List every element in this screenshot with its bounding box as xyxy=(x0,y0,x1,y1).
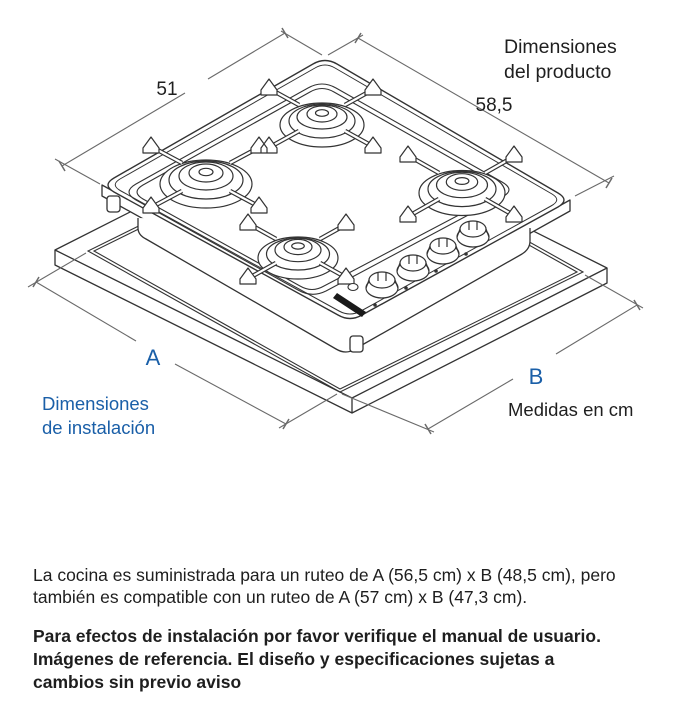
dimension-lines xyxy=(27,27,644,435)
control-panel xyxy=(333,220,490,317)
dim-line-a xyxy=(27,252,338,430)
supply-note: La cocina es suministrada para un ruteo … xyxy=(33,564,663,608)
disclaimer-note-line3: cambios sin previo aviso xyxy=(33,672,242,692)
disclaimer-note-line1: Para efectos de instalación por favor ve… xyxy=(33,626,601,646)
burner-left xyxy=(159,159,253,209)
disclaimer-note-line2: Imágenes de referencia. El diseño y espe… xyxy=(33,649,555,669)
burner-right xyxy=(418,169,506,217)
install-dim-b-label: B xyxy=(529,364,544,389)
knob-3 xyxy=(426,237,460,265)
top-face-inner-edge xyxy=(114,64,558,315)
disclaimer-note: Para efectos de instalación por favor ve… xyxy=(33,625,663,694)
knob-indicator-dots xyxy=(373,252,468,307)
dim-line-585 xyxy=(327,32,615,197)
units-label: Medidas en cm xyxy=(508,399,633,420)
product-dimensions-label-line2: del producto xyxy=(504,61,611,83)
burners xyxy=(159,102,506,280)
countertop-thickness xyxy=(54,250,608,414)
product-depth-value: 58,5 xyxy=(476,95,513,116)
install-dim-a-label: A xyxy=(146,345,161,370)
brand-logo-bar xyxy=(333,293,366,317)
foot-front xyxy=(349,335,364,353)
igniter-button xyxy=(347,282,359,292)
install-dimensions-label-line2: de instalación xyxy=(42,417,155,438)
product-dimensions-label-line1: Dimensiones xyxy=(504,36,617,58)
dim-line-b xyxy=(341,274,644,435)
grate-support-wedges xyxy=(142,78,523,285)
installation-diagram: 51 58,5 Dimensiones del producto A B Dim… xyxy=(27,27,644,438)
product-width-value: 51 xyxy=(156,79,177,100)
foot-left xyxy=(106,195,121,213)
knob-2 xyxy=(396,254,430,282)
control-knobs xyxy=(365,220,490,299)
knob-1 xyxy=(365,271,399,299)
knob-4 xyxy=(456,220,490,248)
supply-note-line1: La cocina es suministrada para un ruteo … xyxy=(33,565,616,585)
burner-front xyxy=(257,236,339,280)
grate-arms xyxy=(150,86,517,281)
install-dimensions-label-line1: Dimensiones xyxy=(42,393,149,414)
dim-line-51 xyxy=(54,27,323,185)
burner-back xyxy=(279,102,365,148)
cooktop-isometric-drawing: 51 58,5 Dimensiones del producto A B Dim… xyxy=(27,27,644,438)
supply-note-line2: también es compatible con un ruteo de A … xyxy=(33,587,528,607)
